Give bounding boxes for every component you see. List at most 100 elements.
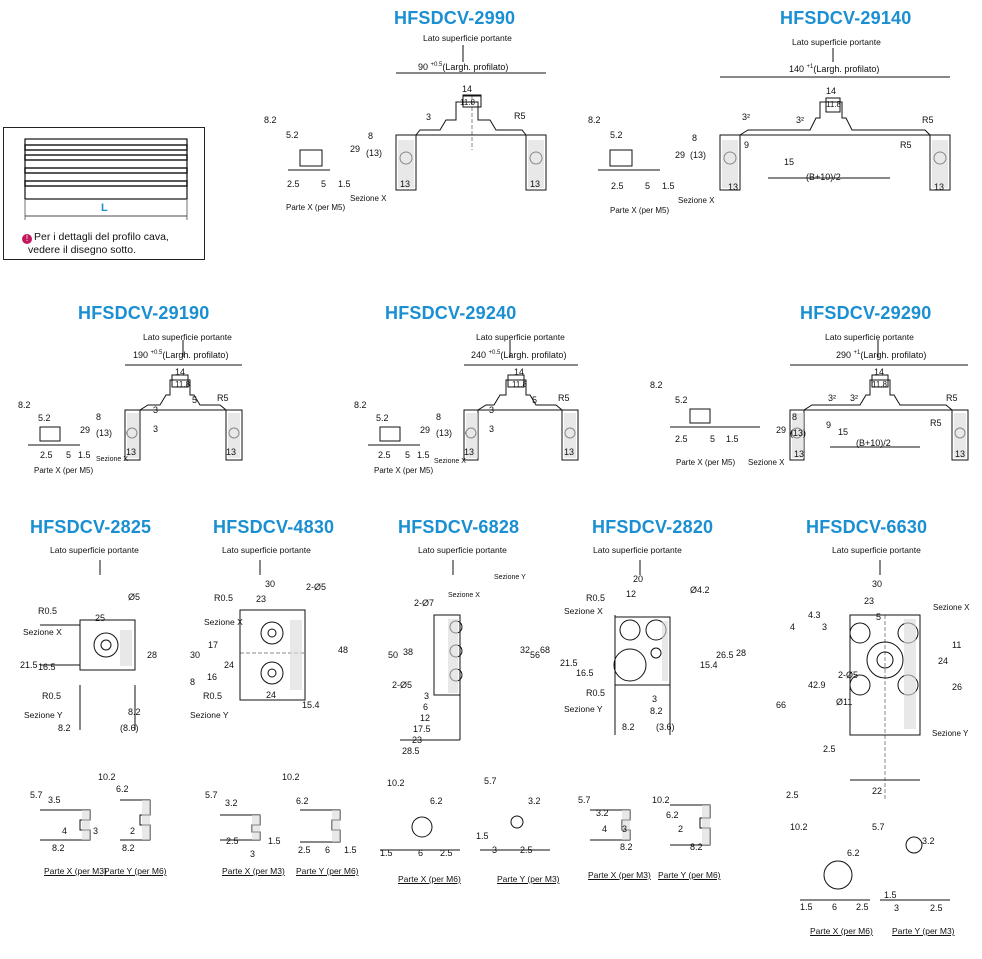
legend-note: !Per i dettagli del profilo cava, vedere… [22,231,169,257]
dim-32-6828: 32 [520,645,531,655]
dim-30b-4830: 30 [190,650,201,660]
drawing-2820 [613,560,671,735]
dim-8-2-a: 8.2 [52,843,65,853]
dim-68-6828: 68 [540,645,551,655]
dim-3-c: 3 [492,845,498,855]
legend-note-line2: vedere il disegno sotto. [28,244,136,256]
width-29290: 290 +1(Largh. profilato) [836,350,927,360]
section-x-2825: Sezione X [23,627,62,637]
drawing-4830 [239,560,306,701]
dim-11-8-29240: 11.8 [512,380,527,389]
dim-29-29240: 29 [420,425,431,435]
dim-3-5-a: 3.5 [48,795,61,805]
part-x-m5-29140: Parte X (per M5) [610,206,670,215]
dim-10-2-a: 10.2 [98,772,116,782]
title-29140: HFSDCV-29140 [780,8,912,28]
dim-13b-29240: 13 [564,447,575,457]
dim-48-4830: 48 [338,645,349,655]
part-x-m5-29240: Parte X (per M5) [374,466,434,475]
width-29190: 190 +0.5(Largh. profilato) [133,350,229,360]
dim-13b-29190: 13 [226,447,237,457]
dim-23-4830: 23 [256,594,267,604]
dim-1-5-g: 1.5 [884,890,897,900]
dim-13p-29190: (13) [96,428,113,438]
dim-5-7-b: 5.7 [205,790,218,800]
dim-r5-29240: R5 [558,393,570,403]
dim-12-6828: 12 [420,713,431,723]
dim-4-6630: 4 [790,622,796,632]
dim-3-6630: 3 [822,622,828,632]
dim-3sq-a-29140: 3² [742,112,751,122]
dim-3-2-c: 3.2 [528,796,541,806]
dim-5-2-2990: 5.2 [286,130,299,140]
dim-3-2-d: 3.2 [596,808,609,818]
load-side-29140: Lato superficie portante [792,37,881,47]
load-side-2990: Lato superficie portante [423,33,512,43]
dim-3sq-b-29140: 3² [796,115,805,125]
dim-5-6630: 5 [876,612,882,622]
dim-8-4830: 8 [190,677,196,687]
dim-16-5-2820: 16.5 [576,668,594,678]
part-y-m3-c: Parte Y (per M3) [497,874,560,884]
dim-3-a: 3 [93,826,99,836]
part-x-m3-a: Parte X (per M3) [44,866,107,876]
dim-5-2-29190: 5.2 [38,413,51,423]
dim-9-29140: 9 [744,140,750,150]
dim-38-6828: 38 [403,647,414,657]
dim-4-3-6630: 4.3 [808,610,821,620]
dim-r5-2990: R5 [514,111,526,121]
dim-2phi5-6828: 2-Ø5 [392,680,413,690]
dim-r5-29290: R5 [946,393,958,403]
dim-r05a-2825: R0.5 [38,606,58,616]
dim-13a-29290: 13 [794,449,805,459]
dim-20-2820: 20 [633,574,644,584]
dim-13b-29290: 13 [955,449,966,459]
dim-8-29190: 8 [96,412,102,422]
dim-1-5-2990: 1.5 [338,179,351,189]
dim-6-2-a: 6.2 [116,784,129,794]
dim-5-29190: 5 [66,450,72,460]
dim-16-5-2825: 16.5 [38,662,56,672]
dim-8-29240: 8 [436,412,442,422]
drawing-2990 [288,45,547,191]
dim-8-2-29290: 8.2 [650,380,663,390]
dim-21-5-2825: 21.5 [20,660,38,670]
dim-3b-29190: 3 [153,424,159,434]
dim-r5b-29290: R5 [930,418,942,428]
dim-1-5-f: 1.5 [800,902,813,912]
dim-1-5-b: 1.5 [268,836,281,846]
part-x-m5-29290: Parte X (per M5) [676,458,736,467]
dim-30-4830: 30 [265,579,276,589]
dim-r5-29190: R5 [217,393,229,403]
dim-13a-29240: 13 [464,447,475,457]
dim-13p-29240: (13) [436,428,453,438]
dim-2-5-e: 2.5 [520,845,533,855]
drawing-29240 [368,340,579,461]
dim-2-5-29140: 2.5 [611,181,624,191]
dim-2-d: 2 [678,824,684,834]
section-x-2820: Sezione X [564,606,603,616]
dim-3a-29240: 3 [489,405,495,415]
dim-13a-2990: 13 [400,179,411,189]
dim-2-5-6630: 2.5 [823,744,836,754]
dim-13a-29190: 13 [126,447,137,457]
section-x-29240: Sezione X [434,458,466,465]
dim-r05b-2825: R0.5 [42,691,62,701]
dim-5-29240-top: 5 [532,395,538,405]
dim-5-29190-top: 5 [192,395,198,405]
dim-3-e: 3 [894,903,900,913]
dim-66-6630: 66 [776,700,787,710]
dim-24b-4830: 24 [266,690,277,700]
dim-5-29140: 5 [645,181,651,191]
dim-r05b-2820: R0.5 [586,688,606,698]
length-label: L [101,202,108,214]
dim-3sq-b-29290: 3² [850,393,859,403]
part-x-m6-e: Parte X (per M6) [810,926,873,936]
section-y-2820: Sezione Y [564,704,603,714]
dim-r5b-29140: R5 [900,140,912,150]
dim-6-b: 6 [325,845,331,855]
dim-21-5-2820: 21.5 [560,658,578,668]
dim-25-2825: 25 [95,613,106,623]
width-2990: 90 +0.5(Largh. profilato) [418,62,509,72]
dim-42-9-6630: 42.9 [808,680,826,690]
